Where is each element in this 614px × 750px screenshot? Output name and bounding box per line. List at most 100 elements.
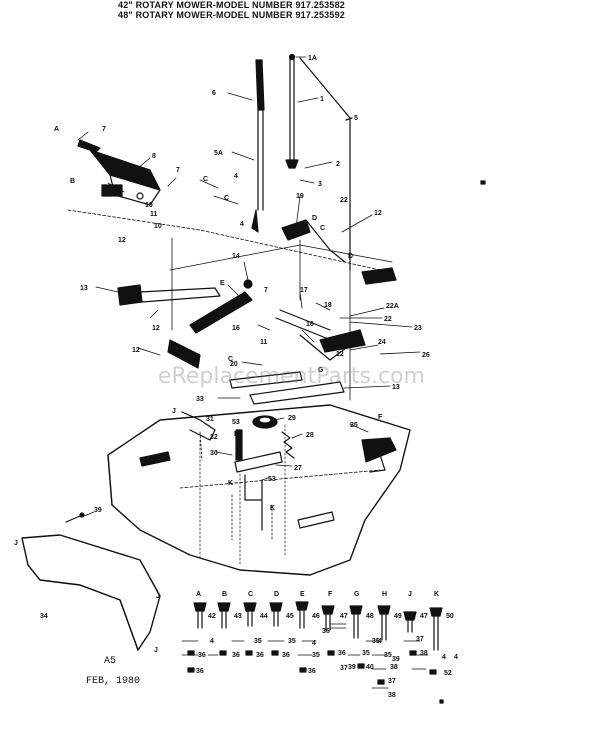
callout-24: 24 (378, 339, 386, 346)
callout-22a: 22 (340, 197, 348, 204)
mower-deck (107, 404, 411, 576)
callout-22A: 22A (386, 303, 399, 310)
callout-27: 27 (294, 465, 302, 472)
legend-4d: 4 (442, 654, 446, 661)
callout-10a: 10 (145, 202, 153, 209)
callout-c1: C (203, 176, 208, 183)
callout-39: 39 (94, 507, 102, 514)
legend-36b: 36 (232, 652, 240, 659)
legend-part-f: 47 (340, 613, 348, 620)
legend-letter-e: E (300, 591, 305, 598)
callout-1a: 1A (308, 55, 317, 62)
callout-8: 8 (152, 153, 156, 160)
callout-4a: 4 (234, 173, 238, 180)
callout-19: 19 (296, 193, 304, 200)
legend-39a: 39 (392, 656, 400, 663)
header-line-1: 42" ROTARY MOWER-MODEL NUMBER 917.253582 (118, 0, 345, 10)
callout-j1: J (172, 408, 176, 415)
callout-2: 2 (336, 161, 340, 168)
callout-k1: K (228, 480, 233, 487)
legend-part-h: 49 (394, 613, 402, 620)
legend-letter-j: J (408, 591, 412, 598)
spring-28 (281, 431, 295, 459)
callout-h1: H (234, 431, 239, 438)
baffle-34 (21, 512, 161, 651)
callout-33: 33 (196, 396, 204, 403)
legend-4e: 4 (454, 654, 458, 661)
callout-22b: 22 (384, 316, 392, 323)
callout-1: 1 (320, 96, 324, 103)
legend-letter-c: C (248, 591, 253, 598)
callout-28: 28 (306, 432, 314, 439)
legend-part-b: 43 (234, 613, 242, 620)
legend-letter-f: F (328, 591, 333, 598)
lift-rod-1 (285, 53, 299, 169)
legend-letter-g: G (354, 591, 360, 598)
legend-36c: 36 (256, 652, 264, 659)
hanger-13 (117, 284, 221, 306)
callout-a1: A (54, 126, 59, 133)
legend-part-j: 47 (420, 613, 428, 620)
callout-18: 18 (324, 302, 332, 309)
legend-37c: 37 (340, 665, 348, 672)
callout-12b: 12 (374, 210, 382, 217)
callout-f1: F (378, 414, 383, 421)
legend-part-c: 44 (260, 613, 268, 620)
callout-6b: 6 (118, 188, 122, 195)
legend-39b: 39 (348, 664, 356, 671)
legend-part-e: 46 (312, 613, 320, 620)
legend-35d: 35 (372, 638, 380, 645)
callout-13: 13 (80, 285, 88, 292)
callout-32: 32 (210, 434, 218, 441)
legend-35f: 35 (384, 652, 392, 659)
legend-38b: 38 (390, 664, 398, 671)
legend-letter-a: A (196, 591, 201, 598)
callout-14: 14 (232, 253, 240, 260)
callout-e1: E (220, 280, 225, 287)
callout-53a: 53 (232, 419, 240, 426)
callout-5: 5 (354, 115, 358, 122)
callout-c2: C (224, 195, 229, 202)
front-arm-14 (189, 279, 253, 334)
callout-34: 34 (40, 613, 48, 620)
legend-4c: 4 (378, 638, 382, 645)
legend-4b: 4 (312, 640, 316, 647)
legend-part-a: 42 (208, 613, 216, 620)
legend-36d: 36 (282, 652, 290, 659)
callout-17: 17 (300, 287, 308, 294)
callout-16b: 16 (306, 321, 314, 328)
callout-29: 29 (288, 415, 296, 422)
callout-c4: C (228, 356, 233, 363)
bracket-5 (299, 57, 353, 271)
callout-12e: 12 (132, 347, 140, 354)
legend-letter-h: H (382, 591, 387, 598)
callout-7b: 7 (176, 167, 180, 174)
lift-handle (251, 59, 265, 233)
legend-38a: 38 (420, 650, 428, 657)
footer-code: A5 (104, 656, 117, 667)
callout-6: 6 (212, 90, 216, 97)
center-links (167, 309, 366, 405)
callout-j2: J (14, 540, 18, 547)
callout-20: 20 (230, 361, 238, 368)
callout-13b: 13 (392, 384, 400, 391)
callout-g1: G (318, 367, 324, 374)
callout-k2: K (270, 505, 275, 512)
legend-37b: 37 (388, 678, 396, 685)
callout-3: 3 (318, 181, 322, 188)
legend-52: 52 (444, 670, 452, 677)
callout-30: 30 (210, 450, 218, 457)
legend-36f: 36 (308, 668, 316, 675)
legend-35a: 35 (254, 638, 262, 645)
legend-38c: 38 (388, 692, 396, 699)
callout-d2: D (348, 253, 353, 260)
callout-11: 11 (150, 211, 158, 218)
callout-11b: 11 (260, 339, 268, 346)
legend-part-k: 50 (446, 613, 454, 620)
callout-7c: 7 (264, 287, 268, 294)
legend-letter-d: D (274, 591, 279, 598)
